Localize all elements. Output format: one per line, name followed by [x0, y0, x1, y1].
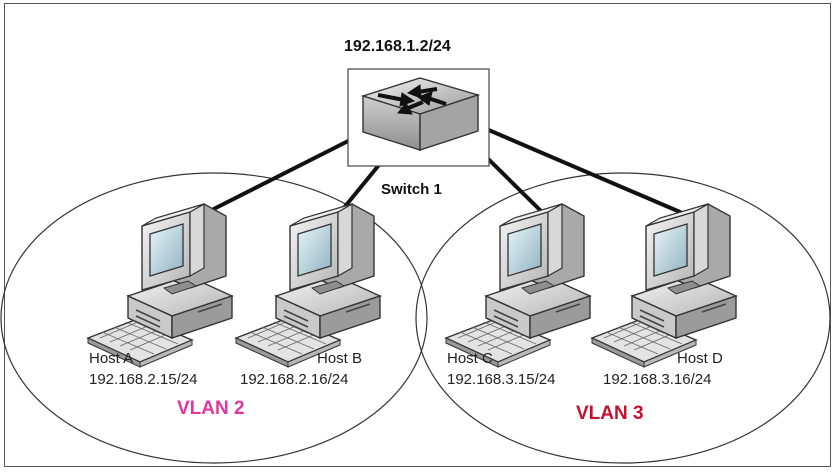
host-d-name: Host D	[677, 350, 723, 367]
link-switch-host-d	[482, 126, 682, 214]
switch-name-label: Switch 1	[381, 181, 442, 198]
vlan2-label: VLAN 2	[177, 398, 245, 419]
link-switch-host-a	[186, 132, 364, 224]
host-b-name: Host B	[317, 350, 363, 367]
vlan3-label: VLAN 3	[576, 403, 644, 424]
switch-ip-label: 192.168.1.2/24	[344, 38, 451, 55]
network-switch-icon[interactable]	[347, 68, 490, 167]
host-d-ip: 192.168.3.16/24	[603, 371, 712, 388]
host-c-desktop-computer-icon[interactable]	[445, 203, 591, 368]
host-a-name: Host A	[89, 350, 134, 367]
host-d-desktop-computer-icon[interactable]	[591, 203, 737, 368]
host-c-name: Host C	[447, 350, 493, 367]
host-a-ip: 192.168.2.15/24	[89, 371, 198, 388]
host-a-desktop-computer-icon[interactable]	[87, 203, 233, 368]
vlan2-boundary	[0, 172, 428, 464]
diagram-frame	[4, 3, 831, 467]
host-c-ip: 192.168.3.15/24	[447, 371, 556, 388]
host-b-desktop-computer-icon[interactable]	[235, 203, 381, 368]
host-b-ip: 192.168.2.16/24	[240, 371, 349, 388]
vlan3-boundary	[415, 172, 831, 464]
